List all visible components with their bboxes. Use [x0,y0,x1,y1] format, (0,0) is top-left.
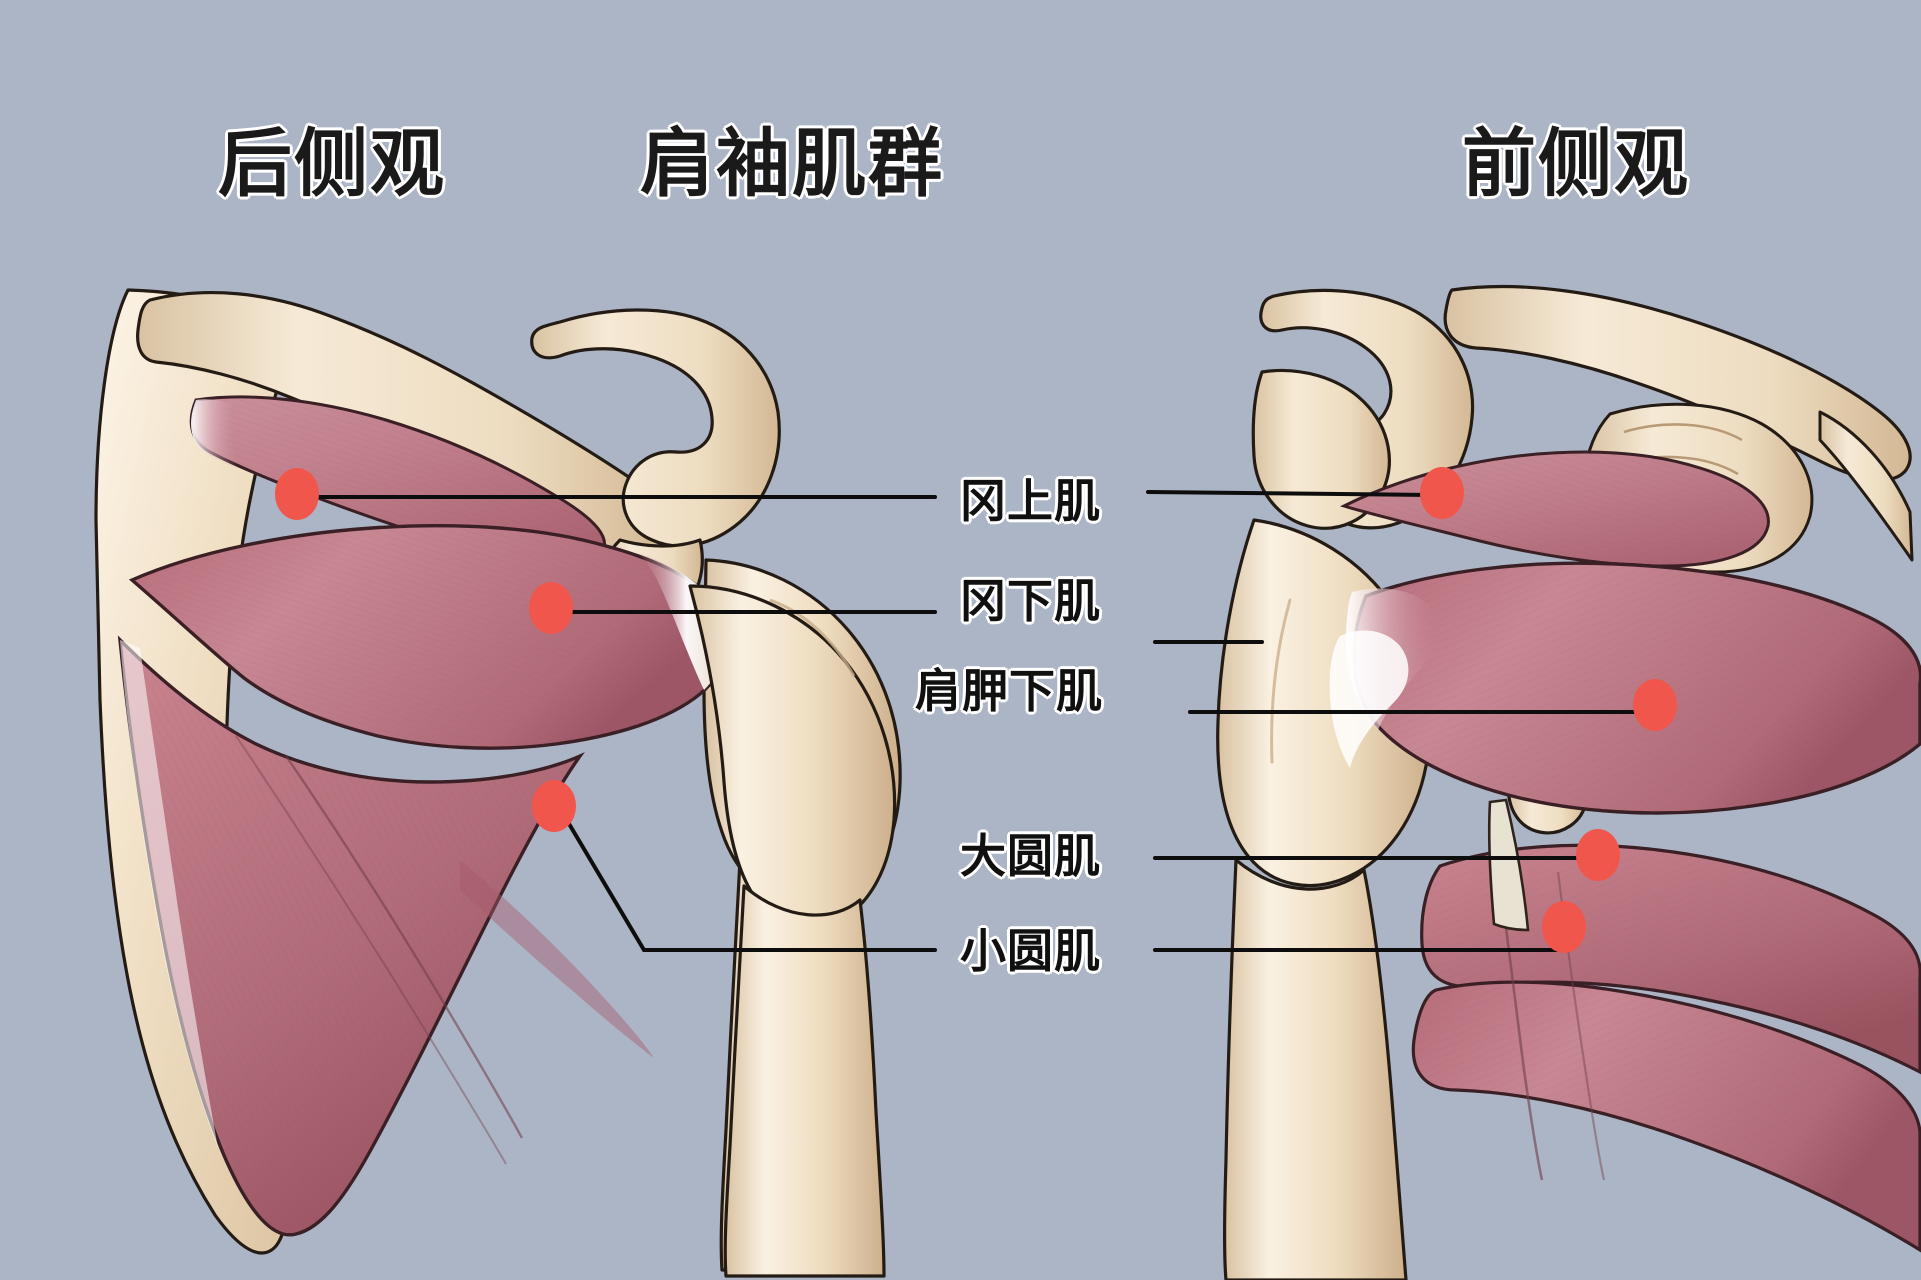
leader-lines [308,490,1650,952]
title-anterior-view: 前侧观 [1462,122,1690,205]
marker-dots [275,467,1677,953]
marker-anterior-teres-major[interactable] [1576,829,1620,881]
clavicle-anterior [1443,284,1912,482]
teres-minor-band-posterior [460,860,654,1058]
teres-muscles-anterior [1411,843,1921,1253]
subscapularis-muscle-anterior [1329,561,1921,815]
marker-anterior-teres-minor[interactable] [1542,901,1586,953]
marker-anterior-subscapularis[interactable] [1633,679,1677,731]
label-subscapularis[interactable]: 肩胛下肌 [915,665,1103,717]
humerus-shaft-anterior [1222,858,1408,1280]
label-teres-major[interactable]: 大圆肌 [960,830,1101,882]
marker-posterior-infraspinatus[interactable] [529,582,573,634]
label-infraspinatus[interactable]: 冈下肌 [960,575,1101,627]
marker-posterior-supraspinatus[interactable] [275,468,319,520]
leader-supraspinatus-right [1146,490,1432,497]
acromion-posterior [530,308,781,548]
marker-posterior-teres-minor[interactable] [532,780,576,832]
supraspinatus-muscle-posterior [189,395,607,567]
figure-title: 肩袖肌群 [640,122,944,205]
posterior-humerus-overlay [688,584,897,1278]
infraspinatus-tendon-posterior [636,552,728,690]
posterior-muscle-mass [117,635,585,1237]
label-supraspinatus[interactable]: 冈上肌 [960,475,1101,527]
infraspinatus-muscle-posterior [128,524,731,750]
leader-teres-minor-left [560,810,937,952]
label-teres-minor[interactable]: 小圆肌 [960,925,1101,977]
coracoid-anterior [1251,368,1391,530]
marker-anterior-supraspinatus[interactable] [1420,467,1464,519]
supraspinatus-tendon-posterior [191,399,238,470]
title-posterior-view: 后侧观 [218,122,446,205]
